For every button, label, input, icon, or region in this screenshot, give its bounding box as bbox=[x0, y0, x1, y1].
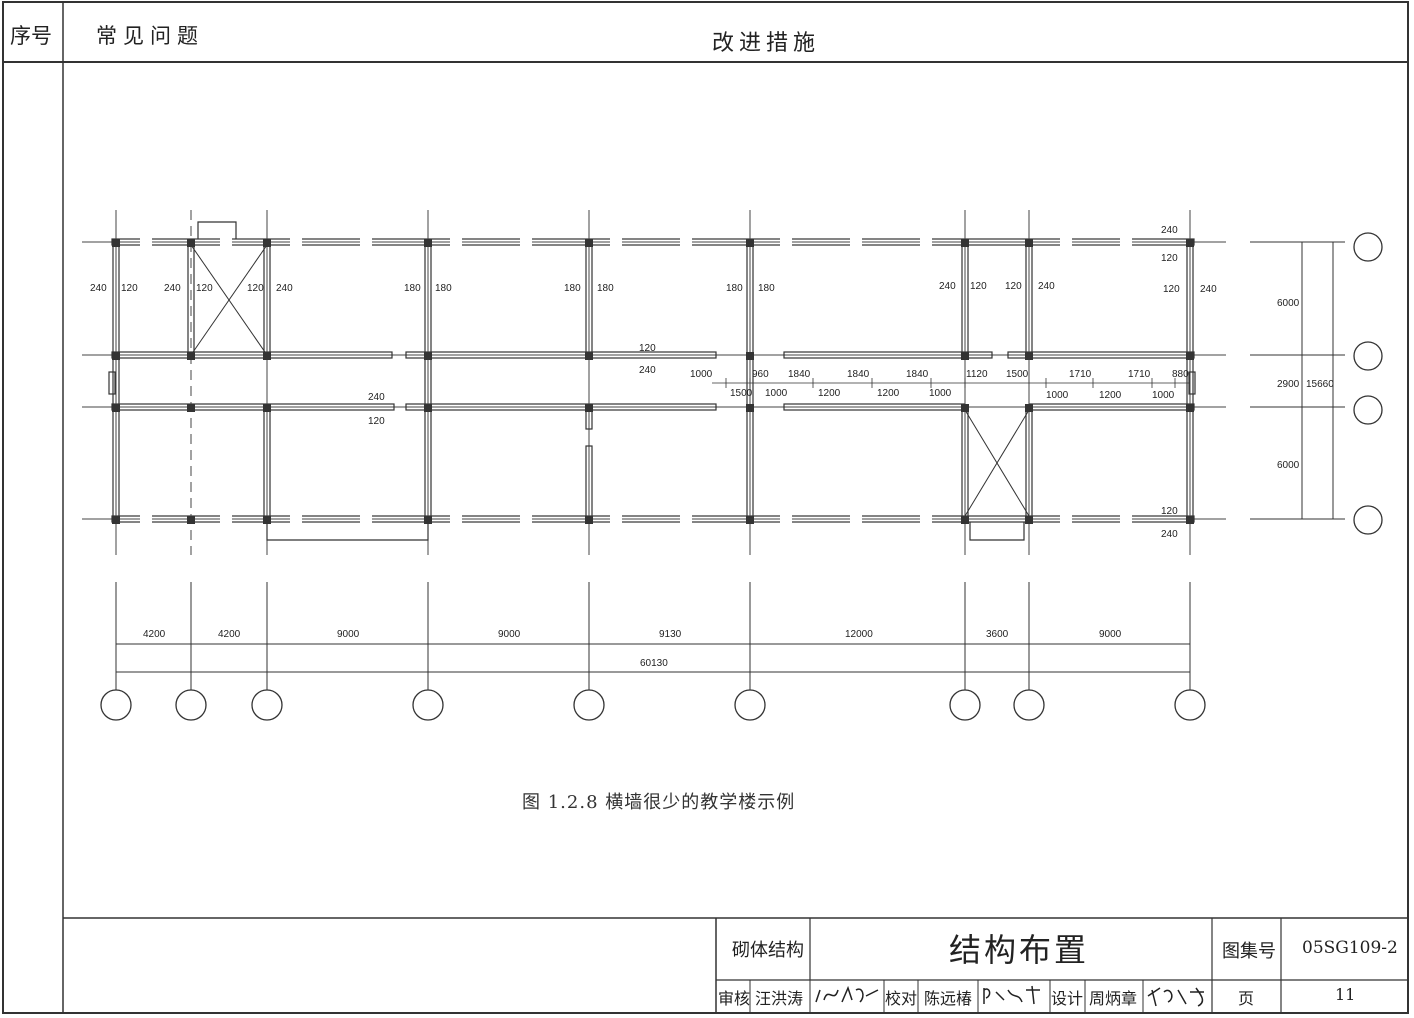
depth-dim-1: 6000 bbox=[1277, 298, 1300, 309]
wall-thk-11: 180 bbox=[726, 283, 743, 294]
opening-dim-5: 1840 bbox=[906, 369, 929, 380]
wall-thk-21: 120 bbox=[1161, 506, 1178, 517]
axis-bubble-5 bbox=[573, 689, 605, 721]
designer-name: 周炳章 bbox=[1089, 989, 1138, 1008]
wall-thk-5: 120 bbox=[247, 283, 264, 294]
opening-dim-9: 1710 bbox=[1128, 369, 1151, 380]
axis-bubble-9 bbox=[1174, 689, 1206, 721]
wall-thk-18: 240 bbox=[1200, 284, 1217, 295]
bay-dim-7: 3600 bbox=[986, 629, 1009, 640]
axis-bubble-3 bbox=[251, 689, 283, 721]
opening-dim-7: 1500 bbox=[1006, 369, 1029, 380]
header-no-label: 序号 bbox=[10, 24, 52, 48]
opening-dim-4: 1840 bbox=[847, 369, 870, 380]
checker-name: 陈远椿 bbox=[924, 989, 973, 1008]
wall-thk-19: 240 bbox=[1161, 225, 1178, 236]
wall-thk-24: 240 bbox=[639, 365, 656, 376]
axis-bubble-r3 bbox=[1353, 395, 1383, 425]
depth-dim-3: 6000 bbox=[1277, 460, 1300, 471]
bay-dim-3: 9000 bbox=[337, 629, 360, 640]
bay-dim-6: 12000 bbox=[845, 629, 873, 640]
opening-dim-8: 1710 bbox=[1069, 369, 1092, 380]
wall-thk-23: 120 bbox=[639, 343, 656, 354]
title-block-frame bbox=[63, 917, 1408, 1013]
design-label: 设计 bbox=[1051, 989, 1084, 1008]
wall-thk-3: 240 bbox=[164, 283, 181, 294]
opening-dim-13: 1200 bbox=[818, 388, 841, 399]
opening-dim-2: 960 bbox=[752, 369, 769, 380]
axis-bubble-r2 bbox=[1353, 341, 1383, 371]
header-improvement-label: 改进措施 bbox=[712, 31, 821, 56]
opening-dim-17: 1200 bbox=[1099, 390, 1122, 401]
wall-thk-8: 180 bbox=[435, 283, 452, 294]
opening-dim-12: 1000 bbox=[765, 388, 788, 399]
opening-dim-15: 1000 bbox=[929, 388, 952, 399]
bay-dim-1: 4200 bbox=[143, 629, 166, 640]
reviewer-name: 汪洪涛 bbox=[755, 989, 804, 1008]
floor-plan: 240 120 240 120 120 240 180 180 180 180 … bbox=[82, 210, 1383, 721]
signature-reviewer bbox=[815, 985, 879, 1003]
title-block-set-number: 05SG109-2 bbox=[1302, 938, 1398, 958]
wall-thk-15: 120 bbox=[1005, 281, 1022, 292]
axis-bubble-7 bbox=[949, 689, 981, 721]
depth-total: 15660 bbox=[1306, 379, 1334, 390]
wall-thk-20: 120 bbox=[1161, 253, 1178, 264]
opening-dim-1: 1000 bbox=[690, 369, 713, 380]
review-label: 审核 bbox=[718, 989, 751, 1008]
bay-dim-2: 4200 bbox=[218, 629, 241, 640]
axis-bubble-r4 bbox=[1353, 505, 1383, 535]
axis-bubble-2 bbox=[175, 689, 207, 721]
wall-thk-4: 120 bbox=[196, 283, 213, 294]
signature-checker bbox=[983, 985, 1040, 1005]
wall-thk-1: 240 bbox=[90, 283, 107, 294]
bay-dim-5: 9130 bbox=[659, 629, 682, 640]
title-block-set-label: 图集号 bbox=[1222, 941, 1276, 962]
wall-thk-25: 240 bbox=[368, 392, 385, 403]
wall-thk-2: 120 bbox=[121, 283, 138, 294]
opening-dim-16: 1000 bbox=[1046, 390, 1069, 401]
title-block-title: 结构布置 bbox=[949, 931, 1090, 969]
wall-thk-9: 180 bbox=[564, 283, 581, 294]
wall-thk-26: 120 bbox=[368, 416, 385, 427]
wall-thk-17: 120 bbox=[1163, 284, 1180, 295]
axis-bubble-r1 bbox=[1353, 232, 1383, 262]
signature-designer bbox=[1147, 987, 1204, 1007]
title-block-category: 砌体结构 bbox=[732, 940, 804, 961]
bay-dim-4: 9000 bbox=[498, 629, 521, 640]
bay-dim-8: 9000 bbox=[1099, 629, 1122, 640]
header-question-label: 常见问题 bbox=[96, 24, 204, 48]
wall-thk-13: 240 bbox=[939, 281, 956, 292]
wall-thk-7: 180 bbox=[404, 283, 421, 294]
depth-dim-2: 2900 bbox=[1277, 379, 1300, 390]
wall-thk-14: 120 bbox=[970, 281, 987, 292]
check-label: 校对 bbox=[885, 989, 918, 1008]
wall-thk-16: 240 bbox=[1038, 281, 1055, 292]
opening-dim-14: 1200 bbox=[877, 388, 900, 399]
page-number: 11 bbox=[1335, 985, 1356, 1004]
wall-thk-12: 180 bbox=[758, 283, 775, 294]
page-label: 页 bbox=[1238, 989, 1255, 1008]
wall-thk-22: 240 bbox=[1161, 529, 1178, 540]
opening-dim-10: 880 bbox=[1172, 369, 1189, 380]
axis-bubble-1 bbox=[100, 689, 132, 721]
opening-dim-3: 1840 bbox=[788, 369, 811, 380]
axis-bubble-4 bbox=[412, 689, 444, 721]
opening-dim-6: 1120 bbox=[966, 369, 988, 380]
wall-thk-10: 180 bbox=[597, 283, 614, 294]
wall-thk-6: 240 bbox=[276, 283, 293, 294]
figure-caption: 图 1.2.8 横墙很少的教学楼示例 bbox=[522, 792, 796, 813]
total-length: 60130 bbox=[640, 658, 668, 669]
axis-bubble-6 bbox=[734, 689, 766, 721]
opening-dim-11: 1500 bbox=[730, 388, 753, 399]
opening-dim-18: 1000 bbox=[1152, 390, 1175, 401]
axis-bubble-8 bbox=[1013, 689, 1045, 721]
